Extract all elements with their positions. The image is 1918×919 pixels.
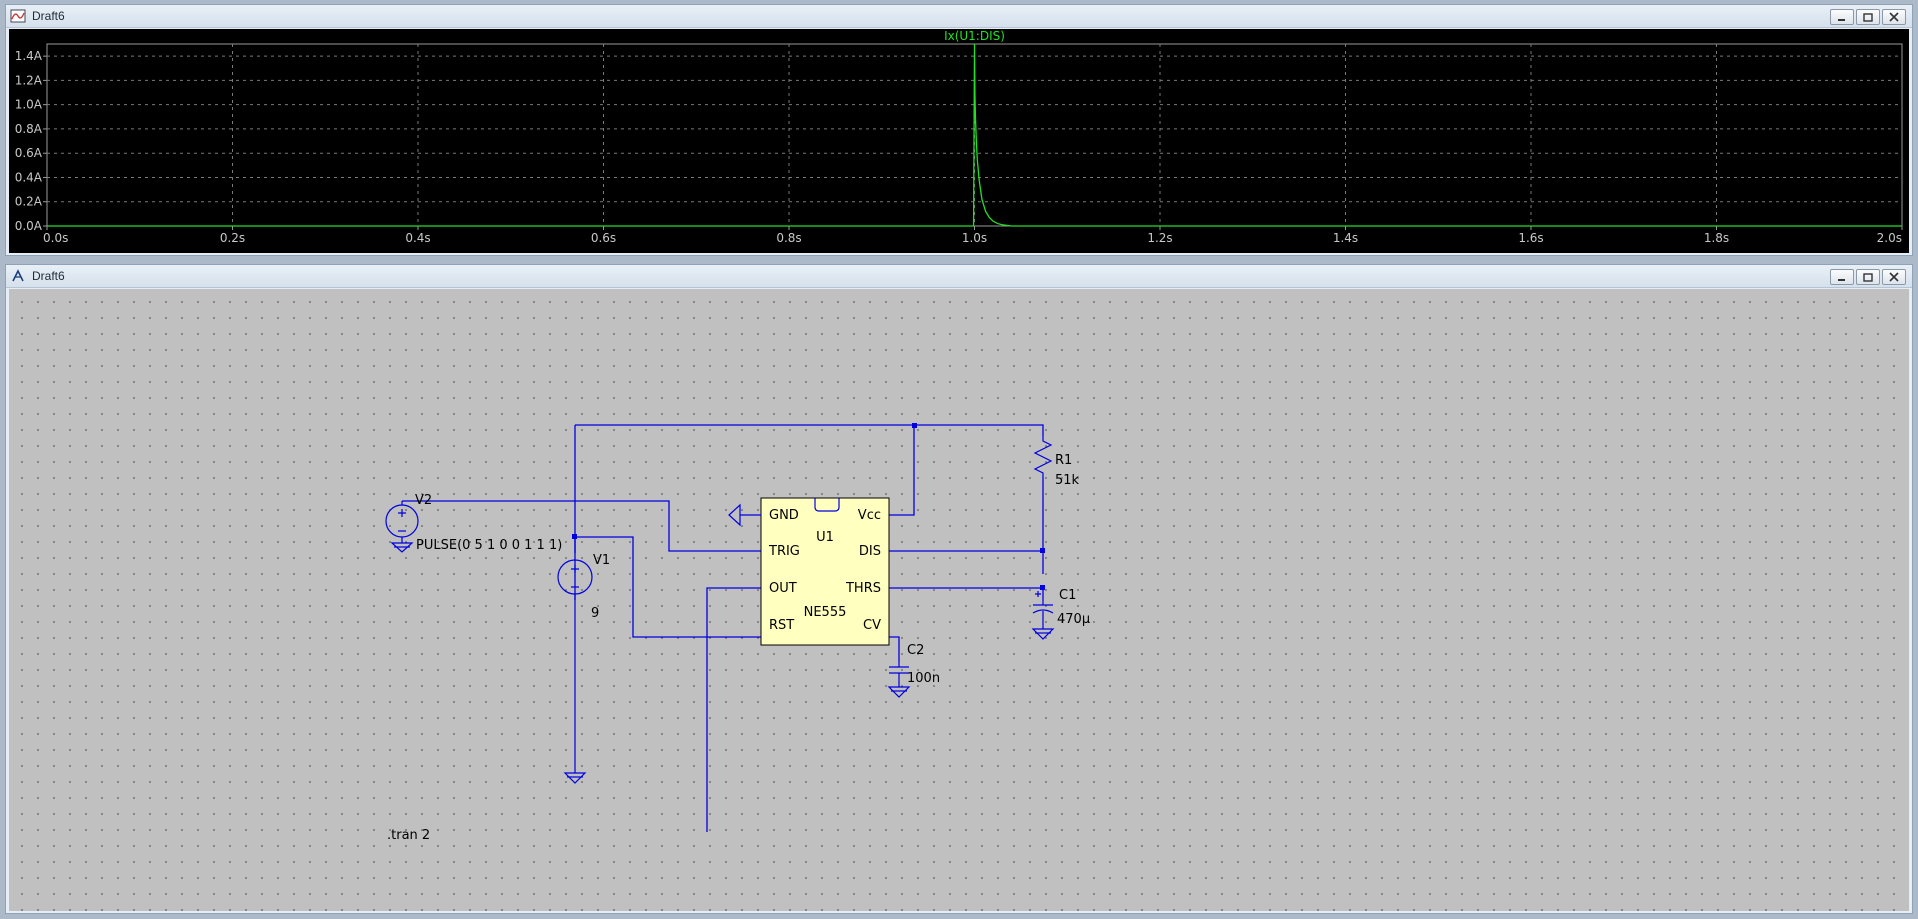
u1-pin-rst: RST [769, 618, 794, 633]
u1-notch [814, 498, 840, 512]
y-tick-label: 1.2A [15, 73, 43, 87]
y-tick-label: 0.2A [15, 195, 43, 209]
schematic-titlebar[interactable]: Draft6 [6, 265, 1912, 288]
c1-label: C1 [1059, 588, 1076, 603]
u1-pin-trig: TRIG [768, 544, 800, 559]
close-icon [1889, 272, 1899, 282]
minimize-button[interactable] [1830, 9, 1854, 25]
waveform-plot[interactable]: 0.0s 0.2s 0.4s 0.6s 0.8s 1.0s 1.2s 1.4s 1.6s 1.8s… [9, 29, 1909, 253]
restore-icon [1863, 273, 1873, 282]
r1-label: R1 [1055, 453, 1072, 468]
v1-value: 9 [591, 606, 599, 621]
y-tick-label: 0.8A [15, 122, 43, 136]
restore-icon [1863, 13, 1873, 22]
restore-button[interactable] [1856, 9, 1880, 25]
x-tick-label: 0.2s [220, 231, 245, 245]
ground-symbol[interactable] [728, 503, 761, 527]
x-tick-label: 1.2s [1147, 231, 1172, 245]
close-button[interactable] [1882, 269, 1906, 285]
waveform-titlebar[interactable]: Draft6 [6, 5, 1912, 28]
minimize-button[interactable] [1830, 269, 1854, 285]
x-tick-label: 1.6s [1518, 231, 1543, 245]
junction-dot [572, 534, 577, 539]
v1-label: V1 [593, 553, 610, 568]
v1-source[interactable] [557, 559, 593, 784]
y-tick-label: 0.6A [15, 146, 43, 160]
junction-dot [1040, 548, 1045, 553]
c1-capacitor[interactable] [1031, 591, 1055, 640]
y-tick-label: 1.0A [15, 98, 43, 112]
y-tick-label: 1.4A [15, 49, 43, 63]
minimize-icon [1838, 279, 1845, 281]
restore-button[interactable] [1856, 269, 1880, 285]
v2-source[interactable] [385, 501, 419, 553]
c2-label: C2 [907, 643, 924, 658]
c2-capacitor[interactable] [887, 662, 911, 698]
waveform-window-title: Draft6 [32, 9, 65, 23]
r1-value: 51k [1055, 473, 1080, 488]
schematic-app-icon [12, 269, 24, 282]
u1-pin-gnd: GND [769, 508, 799, 523]
waveform-plot-pane[interactable]: 0.0s 0.2s 0.4s 0.6s 0.8s 1.0s 1.2s 1.4s 1.6s 1.8s… [9, 29, 1909, 253]
wire[interactable] [889, 587, 1044, 599]
schematic-window-title: Draft6 [32, 269, 65, 283]
x-tick-label: 1.8s [1704, 231, 1729, 245]
u1-instance-name: U1 [816, 530, 834, 545]
x-tick-label: 0.4s [405, 231, 430, 245]
schematic-drawing[interactable]: GND TRIG OUT RST Vcc DIS THRS CV U1 NE55… [9, 289, 1909, 911]
u1-pin-thrs: THRS [845, 581, 881, 596]
wire[interactable] [889, 425, 915, 516]
u1-pin-dis: DIS [859, 544, 881, 559]
x-tick-label: 1.4s [1333, 231, 1358, 245]
r1-resistor[interactable] [1033, 436, 1053, 477]
spice-directive[interactable]: .tran 2 [387, 828, 430, 843]
close-icon [1889, 12, 1899, 22]
wire[interactable] [889, 636, 900, 662]
waveform-app-icon [10, 9, 26, 23]
wire[interactable] [706, 587, 761, 832]
x-tick-label: 1.0s [962, 231, 987, 245]
wire[interactable] [575, 536, 761, 638]
junction-dot [912, 423, 917, 428]
x-tick-label: 0.8s [776, 231, 801, 245]
u1-pin-vcc: Vcc [858, 508, 881, 523]
junction-dot [1040, 585, 1045, 590]
x-tick-label: 0.0s [43, 231, 68, 245]
u1-pin-cv: CV [863, 618, 881, 633]
trace-line[interactable] [47, 43, 1902, 227]
schematic-window[interactable]: Draft6 [5, 264, 1913, 914]
x-tick-label: 0.6s [591, 231, 616, 245]
v2-value: PULSE(0 5 1 0 0 1 1 1) [416, 538, 562, 553]
u1-model-name: NE555 [804, 605, 847, 620]
trace-name-label[interactable]: Ix(U1:DIS) [944, 29, 1005, 43]
wire[interactable] [575, 424, 1044, 436]
u1-ne555[interactable]: GND TRIG OUT RST Vcc DIS THRS CV U1 NE55… [760, 497, 890, 646]
close-button[interactable] [1882, 9, 1906, 25]
schematic-canvas[interactable]: GND TRIG OUT RST Vcc DIS THRS CV U1 NE55… [9, 289, 1909, 911]
c2-value: 100n [907, 671, 940, 686]
c1-value: 470µ [1057, 612, 1090, 627]
u1-pin-out: OUT [769, 581, 797, 596]
x-tick-label: 2.0s [1877, 231, 1902, 245]
wire[interactable] [402, 500, 761, 552]
y-tick-label: 0.0A [15, 219, 43, 233]
minimize-icon [1838, 19, 1845, 21]
v2-label: V2 [415, 493, 432, 508]
waveform-window[interactable]: Draft6 0.0s 0.2s 0.4s 0.6s 0.8s 1.0s 1.2s 1.4s 1… [5, 4, 1913, 256]
u1-body[interactable] [760, 497, 890, 646]
y-tick-label: 0.4A [15, 170, 43, 184]
